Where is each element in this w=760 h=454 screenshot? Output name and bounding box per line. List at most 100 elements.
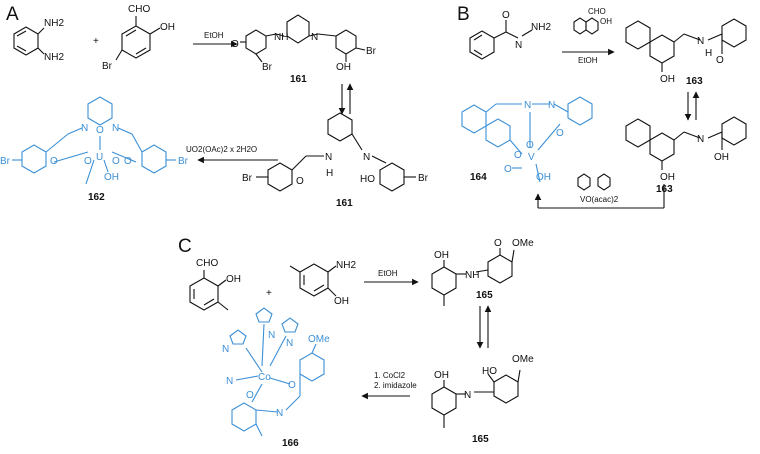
atom-o: O xyxy=(514,150,522,161)
atom-nh2: NH2 xyxy=(44,18,64,29)
atom-oh: OH xyxy=(660,74,675,85)
compound-label-162: 162 xyxy=(88,192,105,203)
panel-b: B O N NH2 CHO OH EtOH xyxy=(457,4,747,209)
diamine-structure: NH2 NH2 xyxy=(13,18,64,63)
compound-label-161: 161 xyxy=(290,74,307,85)
atom-cho: CHO xyxy=(128,4,150,15)
atom-o: O xyxy=(526,140,534,151)
panel-c-letter: C xyxy=(178,236,192,257)
compound-label-165: 165 xyxy=(472,434,489,445)
vanadyl-acac-reagent xyxy=(577,173,611,191)
atom-nh2: NH2 xyxy=(336,260,356,271)
atom-br: Br xyxy=(242,173,253,184)
condition-uranyl: UO2(OAc)2 x 2H2O xyxy=(186,145,257,154)
atom-n: N xyxy=(112,123,119,134)
compound-label-165: 165 xyxy=(476,290,493,301)
atom-o: O xyxy=(288,380,296,391)
atom-o: O xyxy=(84,156,92,167)
panel-a: A NH2 NH2 + CHO OH Br EtOH xyxy=(0,4,429,209)
atom-oh: OH xyxy=(600,17,612,26)
atom-o: O xyxy=(494,238,502,249)
compound-166-cobalt-complex: N N N N Co O O N OMe xyxy=(222,307,330,437)
condition-imidazole: 2. imidazole xyxy=(374,381,417,390)
compound-165-top-structure: OH NH O OMe xyxy=(431,238,534,306)
atom-n: N xyxy=(81,123,88,134)
compound-163-bottom-structure: N OH OH xyxy=(625,116,747,183)
atom-oh: OH xyxy=(434,250,449,261)
benzohydrazide-structure: O N NH2 xyxy=(469,10,551,60)
atom-nh2: NH2 xyxy=(531,22,551,33)
atom-oh: OH xyxy=(160,22,175,33)
equilibrium-arrows xyxy=(476,305,492,349)
condition-vanadyl: VO(acac)2 xyxy=(580,195,619,204)
atom-o: O xyxy=(96,125,104,136)
atom-o: O xyxy=(502,10,510,21)
atom-oh: OH xyxy=(104,172,119,183)
atom-ome: OMe xyxy=(512,354,534,365)
atom-oh: OH xyxy=(434,370,449,381)
compound-161-keto-structure: O NH N Br OH Br xyxy=(231,14,377,73)
atom-ho: HO xyxy=(360,174,375,185)
atom-cho: CHO xyxy=(588,7,606,16)
atom-nh: NH xyxy=(274,32,288,43)
atom-oh: OH xyxy=(714,152,729,163)
atom-n: N xyxy=(548,100,555,111)
hydroxynaphthaldehyde-reagent: CHO OH xyxy=(573,7,612,35)
panel-c: C CHO OH + NH2 OH EtOH xyxy=(178,236,534,449)
atom-v: V xyxy=(528,152,535,163)
panel-b-letter: B xyxy=(457,4,470,25)
hydroxymethylbenzaldehyde-structure: CHO OH xyxy=(189,258,241,311)
atom-br: Br xyxy=(178,156,189,167)
compound-161-enol-structure: N N Br O H HO Br xyxy=(242,112,429,192)
atom-o: O xyxy=(246,390,254,401)
compound-165-bottom-structure: OH N HO OMe xyxy=(431,354,534,428)
compound-label-161: 161 xyxy=(336,198,353,209)
atom-cho: CHO xyxy=(196,258,218,269)
atom-n: N xyxy=(268,330,275,341)
aminomethylphenol-structure: NH2 OH xyxy=(289,260,356,307)
atom-n: N xyxy=(222,344,229,355)
atom-n: N xyxy=(226,376,233,387)
compound-164-vanadium-complex: N N O O V O O OH xyxy=(461,96,593,183)
condition-etoh: EtOH xyxy=(204,31,224,40)
compound-label-166: 166 xyxy=(282,438,299,449)
atom-oh: OH xyxy=(336,62,351,73)
bromosalicylaldehyde-structure: CHO OH Br xyxy=(102,4,175,72)
atom-o: O xyxy=(231,39,239,50)
atom-n: N xyxy=(464,390,471,401)
atom-n: N xyxy=(697,36,704,47)
atom-nh2: NH2 xyxy=(44,52,64,63)
condition-etoh: EtOH xyxy=(378,269,398,278)
compound-163-top-structure: N H O OH xyxy=(625,18,747,85)
compound-label-163: 163 xyxy=(686,76,703,87)
panel-a-letter: A xyxy=(6,4,19,25)
atom-n: N xyxy=(363,152,370,163)
atom-oh: OH xyxy=(660,172,675,183)
atom-o: O xyxy=(716,55,724,66)
atom-ome: OMe xyxy=(308,334,330,345)
atom-o: O xyxy=(556,128,564,139)
atom-oh: OH xyxy=(226,274,241,285)
atom-o: O xyxy=(124,156,132,167)
atom-n: N xyxy=(697,134,704,145)
atom-br: Br xyxy=(366,46,377,57)
atom-n: N xyxy=(286,338,293,349)
atom-o: O xyxy=(50,156,58,167)
atom-u: U xyxy=(96,152,103,163)
atom-ho: HO xyxy=(482,366,497,377)
atom-o: O xyxy=(504,164,512,175)
compound-label-163: 163 xyxy=(656,184,673,195)
condition-etoh: EtOH xyxy=(578,56,598,65)
atom-n: N xyxy=(311,32,318,43)
atom-o: O xyxy=(296,176,304,187)
atom-br: Br xyxy=(0,156,11,167)
atom-oh: OH xyxy=(334,296,349,307)
atom-br: Br xyxy=(418,173,429,184)
plus-sign: + xyxy=(266,288,272,299)
condition-cocl2: 1. CoCl2 xyxy=(374,371,406,380)
atom-br: Br xyxy=(262,62,273,73)
atom-n: N xyxy=(276,408,283,419)
atom-n: N xyxy=(325,152,332,163)
atom-oh: OH xyxy=(536,172,551,183)
atom-n: N xyxy=(524,100,531,111)
